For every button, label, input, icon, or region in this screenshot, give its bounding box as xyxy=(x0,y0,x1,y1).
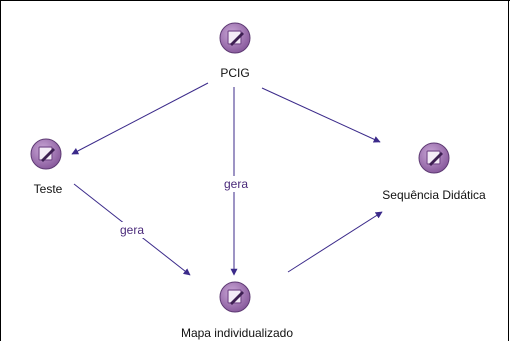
concept-icon[interactable] xyxy=(219,22,251,54)
concept-icon[interactable] xyxy=(30,138,62,170)
edge-teste-to-mapa[interactable]: gera xyxy=(73,183,191,276)
edge-line[interactable] xyxy=(71,82,209,155)
node-teste[interactable]: Teste xyxy=(30,138,63,196)
edge-label-background xyxy=(116,222,148,238)
concept-icon[interactable] xyxy=(219,281,251,313)
node-sequencia[interactable]: Sequência Didática xyxy=(382,142,486,202)
node-pcig[interactable]: PCIG xyxy=(219,22,251,80)
node-label[interactable]: Sequência Didática xyxy=(382,188,486,202)
frame-border-top xyxy=(0,0,510,1)
frame-border-left xyxy=(0,0,1,341)
edge-line[interactable] xyxy=(261,87,381,143)
edge-label[interactable]: gera xyxy=(120,223,144,237)
frame-border-right xyxy=(508,0,509,341)
node-label[interactable]: Mapa individualizado xyxy=(181,326,293,340)
edge-mapa-to-sequencia[interactable] xyxy=(287,211,383,273)
concept-icon[interactable] xyxy=(418,142,450,174)
node-label[interactable]: Teste xyxy=(34,182,63,196)
node-mapa[interactable]: Mapa individualizado xyxy=(181,281,293,340)
edges-layer: gera gera xyxy=(71,82,383,276)
edge-pcig-to-sequencia[interactable] xyxy=(261,87,381,143)
edge-label[interactable]: gera xyxy=(224,177,248,191)
edge-label-background xyxy=(220,176,252,192)
edge-pcig-to-mapa[interactable]: gera xyxy=(220,87,252,276)
edge-line[interactable] xyxy=(287,211,383,273)
node-label[interactable]: PCIG xyxy=(220,66,249,80)
edge-pcig-to-teste[interactable] xyxy=(71,82,209,155)
